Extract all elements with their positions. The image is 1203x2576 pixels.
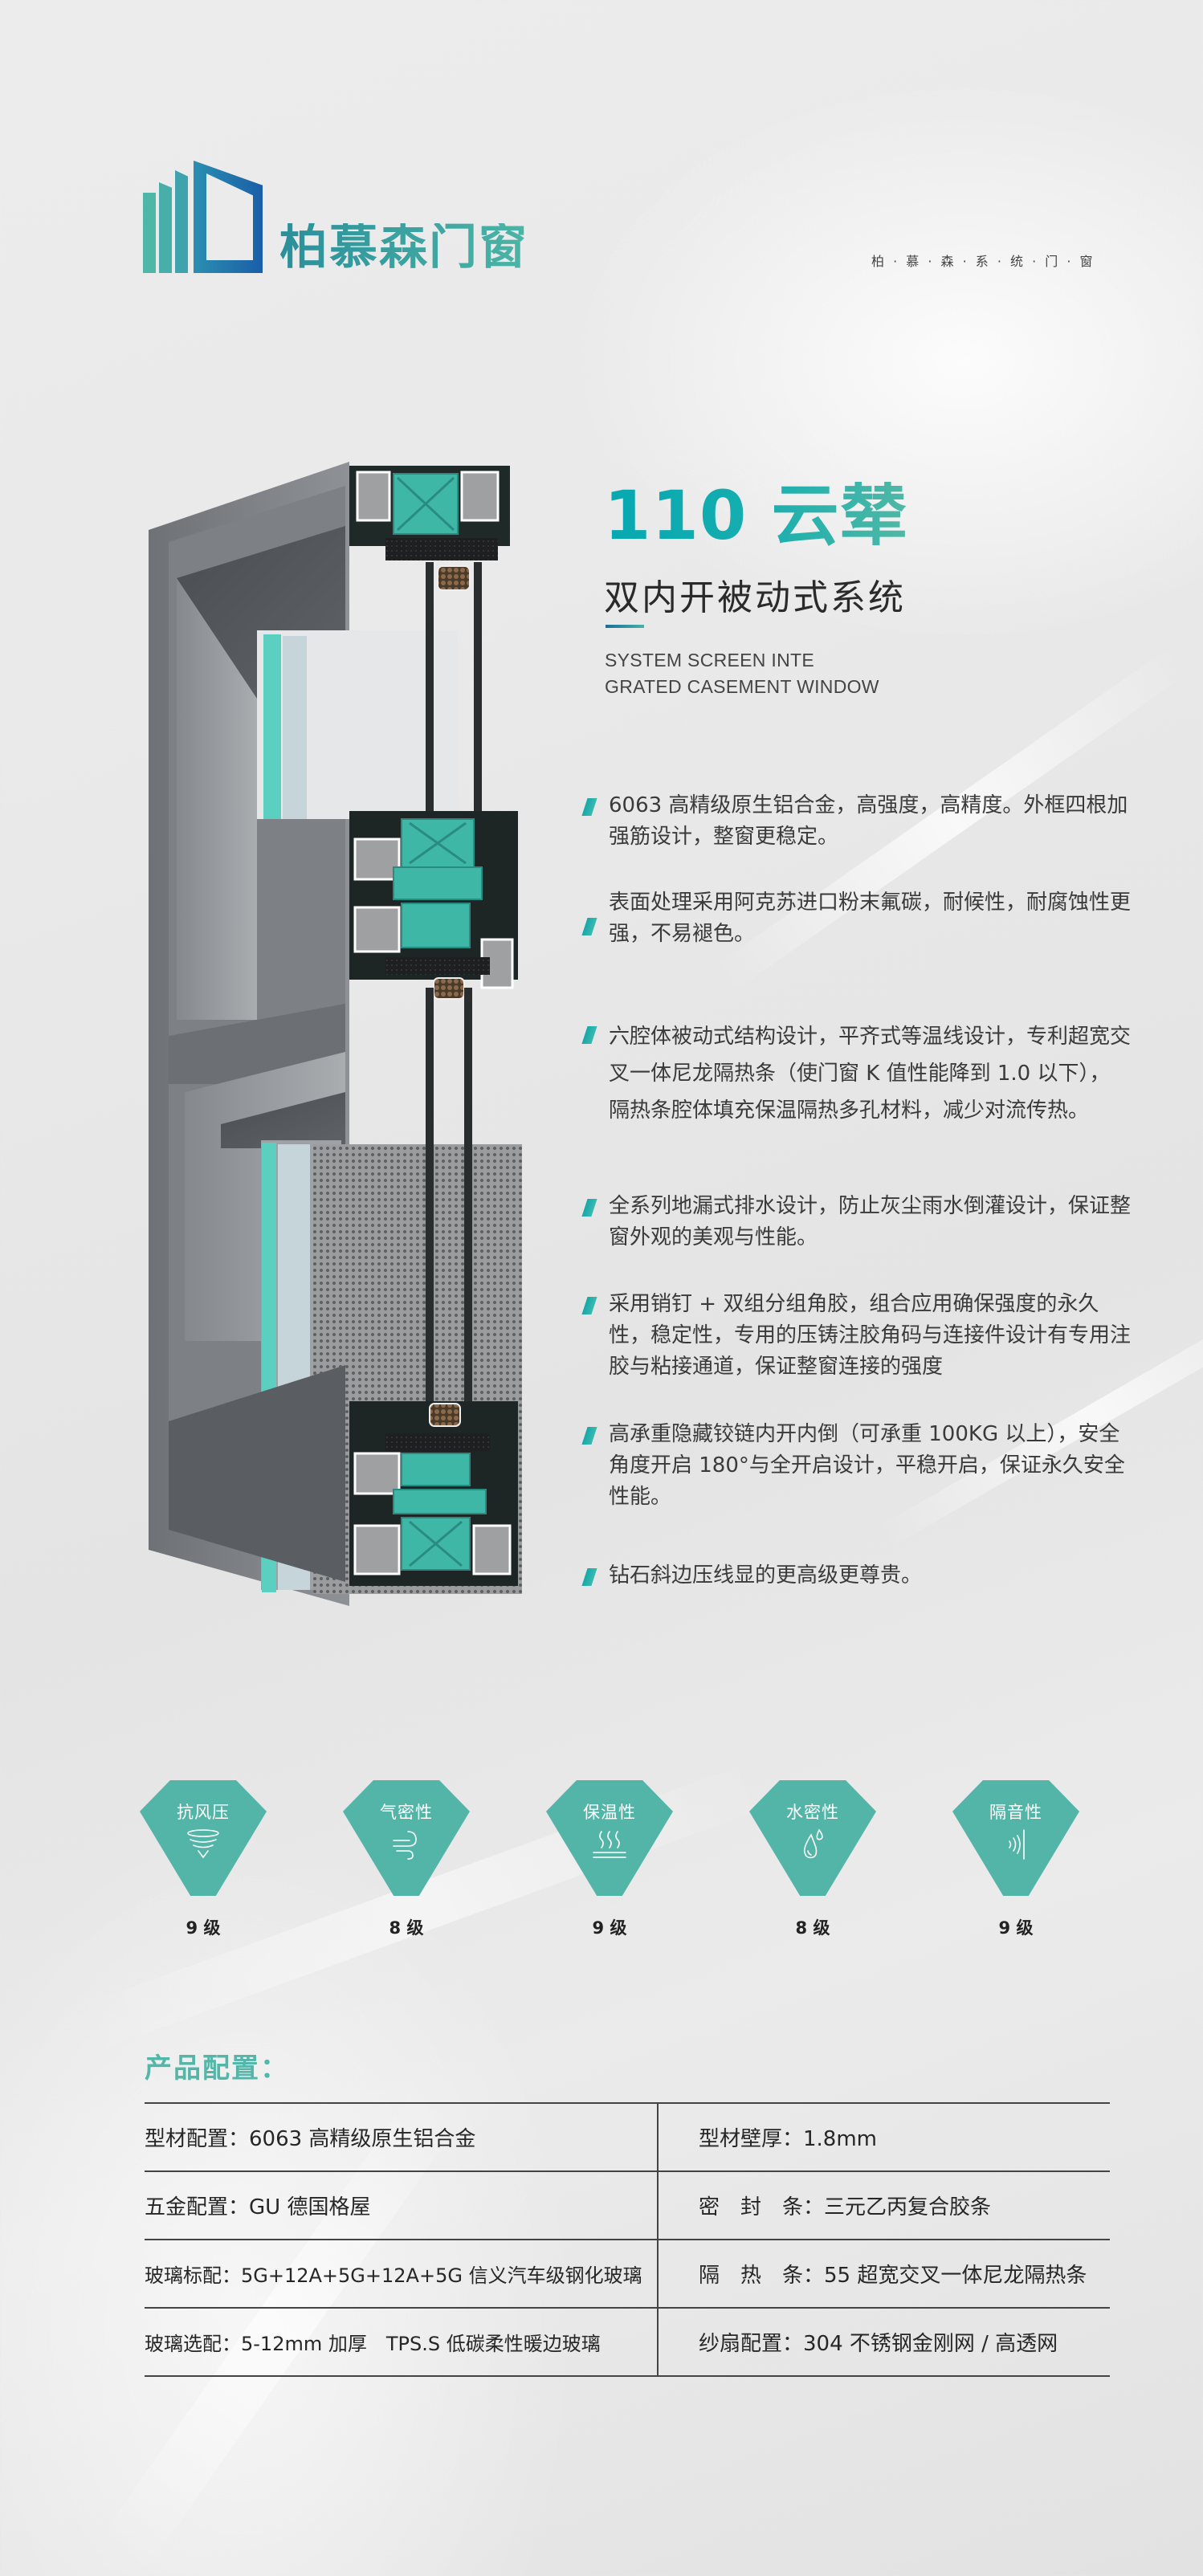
config-title: 产品配置： (145, 2052, 289, 2085)
bullet-slash-icon (581, 918, 597, 935)
performance-badge-airtight: 气密性 8 级 (343, 1780, 470, 1939)
feature-text: 钻石斜边压线显的更高级更尊贵。 (609, 1563, 923, 1588)
config-cell: 玻璃标配：5G+12A+5G+12A+5G 信义汽车级钢化玻璃 (145, 2240, 659, 2307)
performance-badge-soundproof: 隔音性 9 级 (952, 1780, 1079, 1939)
badge-label: 保温性 (583, 1803, 636, 1822)
feature-item: 表面处理采用阿克苏进口粉末氟碳，耐候性，耐腐蚀性更强，不易褪色。 (581, 887, 1132, 950)
brand-name: 柏慕森门窗 (279, 219, 528, 275)
badge-label: 气密性 (380, 1803, 433, 1822)
feature-text: 6063 高精级原生铝合金，高强度，高精度。外框四根加强筋设计，整窗更稳定。 (609, 793, 1128, 849)
bullet-slash-icon (581, 1297, 597, 1314)
performance-badge-insulation: 保温性 9 级 (546, 1780, 673, 1939)
brand-tagline: 柏 · 慕 · 森 · 系 · 统 · 门 · 窗 (871, 254, 1095, 269)
feature-text: 采用销钉 + 双组分组角胶，组合应用确保强度的永久性，稳定性，专用的压铸注胶角码… (609, 1292, 1132, 1379)
feature-item: 全系列地漏式排水设计，防止灰尘雨水倒灌设计，保证整窗外观的美观与性能。 (581, 1191, 1132, 1253)
config-cell: 型材配置：6063 高精级原生铝合金 (145, 2104, 659, 2170)
config-cell: 隔 热 条：55 超宽交叉一体尼龙隔热条 (699, 2264, 1087, 2288)
feature-text: 全系列地漏式排水设计，防止灰尘雨水倒灌设计，保证整窗外观的美观与性能。 (609, 1194, 1132, 1249)
product-subtitle: 双内开被动式系统 (604, 577, 906, 618)
badge-gem: 水密性 (749, 1780, 876, 1896)
window-cross-section-illustration (145, 458, 546, 1606)
sound-wave-icon (1009, 1829, 1025, 1860)
config-cell: 五金配置：GU 德国格屋 (145, 2172, 659, 2239)
badge-gem: 隔音性 (952, 1780, 1079, 1896)
badge-label: 水密性 (786, 1803, 839, 1822)
logo-bar (175, 170, 188, 273)
badge-label: 隔音性 (989, 1803, 1042, 1822)
bullet-slash-icon (581, 1199, 597, 1217)
config-table: 型材配置：6063 高精级原生铝合金 型材壁厚：1.8mm 五金配置：GU 德国… (145, 2102, 1110, 2377)
bullet-slash-icon (581, 1026, 597, 1044)
feature-text: 高承重隐藏铰链内开内倒（可承重 100KG 以上），安全角度开启 180°与全开… (609, 1422, 1125, 1509)
logo-window-frame-icon (194, 161, 263, 273)
badge-label: 抗风压 (177, 1803, 230, 1822)
badge-gem: 抗风压 (140, 1780, 267, 1896)
badge-level: 8 级 (795, 1918, 830, 1938)
english-line-2: GRATED CASEMENT WINDOW (605, 676, 879, 697)
feature-item: 采用销钉 + 双组分组角胶，组合应用确保强度的永久性，稳定性，专用的压铸注胶角码… (581, 1289, 1132, 1383)
bullet-slash-icon (581, 1568, 597, 1586)
config-row: 玻璃标配：5G+12A+5G+12A+5G 信义汽车级钢化玻璃 隔 热 条：55… (145, 2240, 1110, 2309)
bullet-slash-icon (581, 798, 597, 816)
water-drop-icon (803, 1828, 823, 1859)
feature-text: 表面处理采用阿克苏进口粉末氟碳，耐候性，耐腐蚀性更强，不易褪色。 (609, 891, 1132, 946)
config-row: 五金配置：GU 德国格屋 密 封 条：三元乙丙复合胶条 (145, 2172, 1110, 2240)
bullet-slash-icon (581, 1427, 597, 1445)
feature-text: 六腔体被动式结构设计，平齐式等温线设计，专利超宽交叉一体尼龙隔热条（使门窗 K … (609, 1025, 1132, 1123)
badge-gem: 气密性 (343, 1780, 470, 1896)
logo-bar (143, 193, 156, 273)
config-cell: 纱扇配置：304 不锈钢金刚网 / 高透网 (699, 2332, 1058, 2356)
feature-item: 6063 高精级原生铝合金，高强度，高精度。外框四根加强筋设计，整窗更稳定。 (581, 790, 1131, 853)
logo-bar (159, 182, 172, 273)
wind-icon (393, 1831, 417, 1860)
config-cell: 玻璃选配：5-12mm 加厚 TPS.S 低碳柔性暖边玻璃 (145, 2309, 659, 2375)
config-cell: 型材壁厚：1.8mm (699, 2127, 878, 2151)
feature-item: 钻石斜边压线显的更高级更尊贵。 (581, 1560, 1131, 1592)
title-divider (606, 625, 644, 628)
performance-badge-watertight: 水密性 8 级 (749, 1780, 876, 1939)
brand-logo: 柏慕森门窗 (143, 153, 569, 273)
performance-badge-wind: 抗风压 9 级 (140, 1780, 267, 1939)
feature-item: 六腔体被动式结构设计，平齐式等温线设计，专利超宽交叉一体尼龙隔热条（使门窗 K … (581, 1018, 1132, 1129)
english-line-1: SYSTEM SCREEN INTE (605, 650, 814, 670)
badge-level: 8 级 (389, 1918, 424, 1938)
badge-gem: 保温性 (546, 1780, 673, 1896)
tornado-icon (187, 1829, 219, 1859)
heat-icon (593, 1831, 626, 1858)
product-english-name: SYSTEM SCREEN INTE GRATED CASEMENT WINDO… (605, 647, 879, 700)
config-row: 玻璃选配：5-12mm 加厚 TPS.S 低碳柔性暖边玻璃 纱扇配置：304 不… (145, 2309, 1110, 2377)
badge-level: 9 级 (998, 1918, 1034, 1938)
product-title: 110 云辇 (604, 476, 908, 555)
feature-item: 高承重隐藏铰链内开内倒（可承重 100KG 以上），安全角度开启 180°与全开… (581, 1419, 1131, 1513)
config-cell: 密 封 条：三元乙丙复合胶条 (699, 2195, 992, 2219)
badge-level: 9 级 (186, 1918, 221, 1938)
config-row: 型材配置：6063 高精级原生铝合金 型材壁厚：1.8mm (145, 2104, 1110, 2172)
badge-level: 9 级 (592, 1918, 627, 1938)
